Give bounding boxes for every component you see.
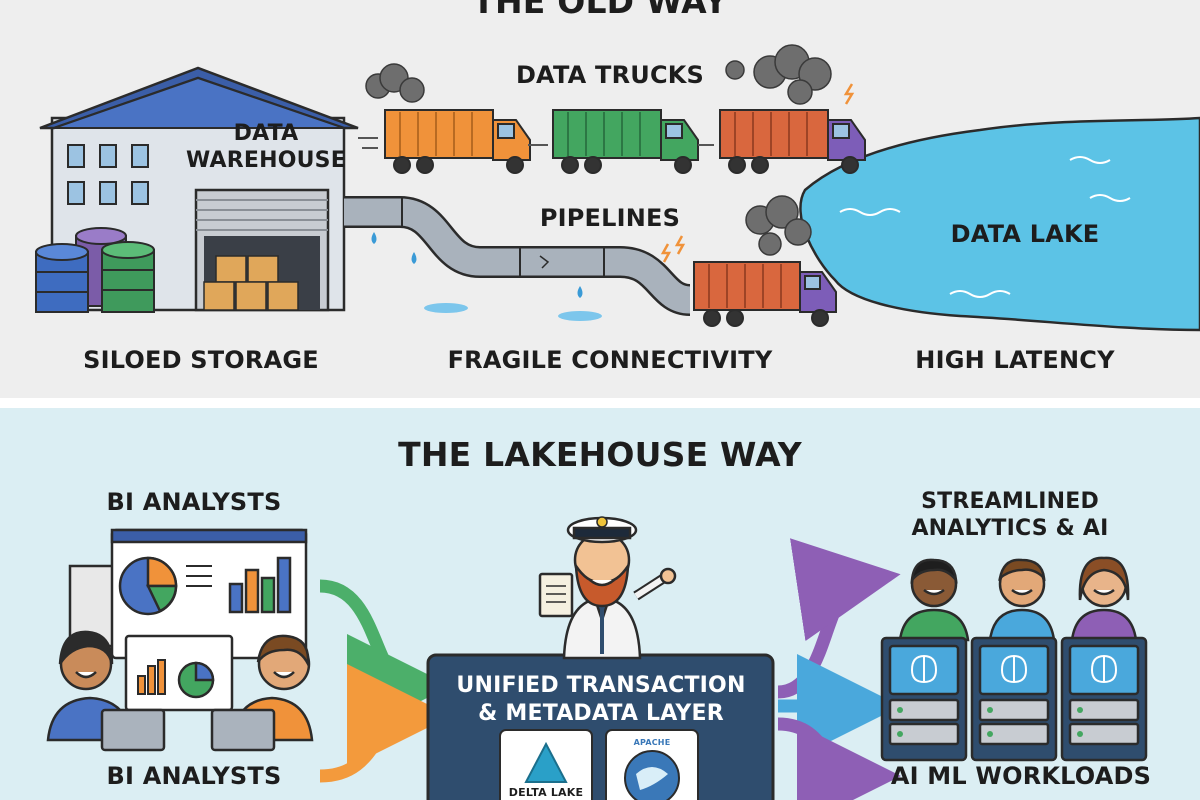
old-way-title: THE OLD WAY xyxy=(472,0,728,21)
truck-green xyxy=(552,109,699,174)
analyst-people xyxy=(46,630,314,752)
spark-icons xyxy=(660,83,855,263)
ai-ml-workloads-label: AI ML WORKLOADS xyxy=(890,762,1152,790)
smoke-clouds xyxy=(365,44,832,256)
pipeline-illustration xyxy=(344,196,692,321)
purple-arrow-up xyxy=(777,538,901,699)
ai-workers xyxy=(898,556,1138,642)
fragile-connectivity-label: FRAGILE CONNECTIVITY xyxy=(447,346,773,374)
data-lake-illustration xyxy=(799,116,1200,332)
speed-lines xyxy=(358,137,714,149)
data-warehouse-label: DATA WAREHOUSE xyxy=(186,121,346,173)
layer-title-line2: & METADATA LAYER xyxy=(478,701,724,726)
delta-lake-logo: DELTA LAKE xyxy=(508,786,584,799)
server-racks xyxy=(880,636,1148,762)
bi-analysts-top-label: BI ANALYSTS xyxy=(106,488,282,516)
storage-cylinders xyxy=(35,227,155,313)
layer-title-line1: UNIFIED TRANSACTION xyxy=(456,673,746,698)
data-trucks-label: DATA TRUCKS xyxy=(515,61,705,89)
lakehouse-way-title: THE LAKEHOUSE WAY xyxy=(398,435,802,474)
bi-dashboard-illustration xyxy=(68,528,308,712)
data-lake-label: DATA LAKE xyxy=(950,220,1100,248)
truck-pipeline xyxy=(693,261,837,327)
high-latency-label: HIGH LATENCY xyxy=(915,346,1115,374)
pipelines-label: PIPELINES xyxy=(539,204,681,232)
streamlined-analytics-label: STREAMLINED ANALYTICS & AI xyxy=(911,489,1109,541)
captain-mascot xyxy=(538,516,677,660)
green-arrow xyxy=(319,579,451,738)
truck-red xyxy=(719,109,866,174)
truck-orange xyxy=(384,109,531,174)
siloed-storage-label: SILOED STORAGE xyxy=(83,346,319,374)
purple-arrow-down xyxy=(777,717,901,800)
apache-logo: APACHE xyxy=(633,738,671,747)
panel-divider xyxy=(0,398,1200,408)
orange-arrow xyxy=(319,664,451,783)
bi-analysts-bottom-label: BI ANALYSTS xyxy=(106,762,282,790)
